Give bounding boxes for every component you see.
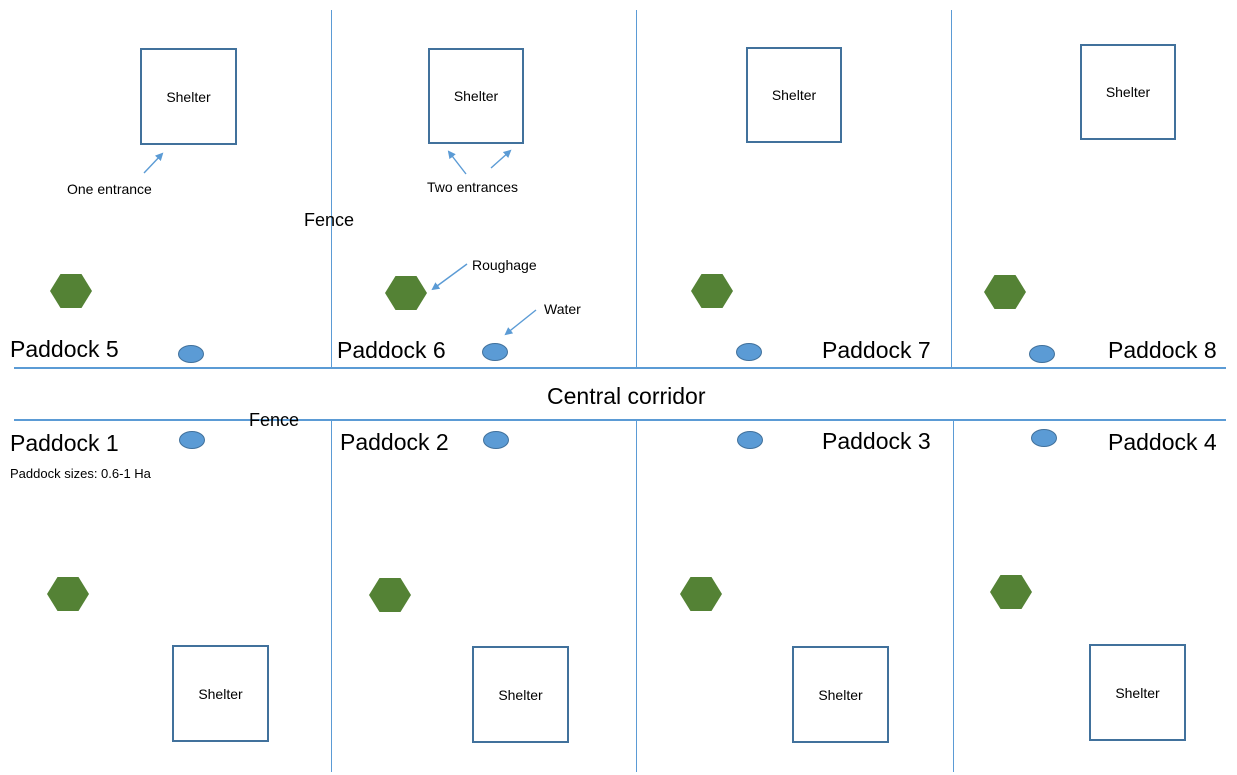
- shelter-paddock-6: Shelter: [428, 48, 524, 144]
- fence-bottom-3: [953, 420, 955, 772]
- water-trough-icon: [483, 431, 509, 449]
- one-entrance-arrow-icon: [143, 152, 164, 174]
- corridor-fence-top: [14, 367, 1226, 369]
- paddock-7-label: Paddock 7: [822, 337, 931, 363]
- two-entrances-left-arrow-icon: [447, 150, 467, 175]
- paddock-sizes-note: Paddock sizes: 0.6-1 Ha: [10, 466, 151, 481]
- roughage-hexagon-icon: [680, 577, 722, 611]
- shelter-paddock-2: Shelter: [472, 646, 569, 743]
- water-trough-icon: [1029, 345, 1055, 363]
- roughage-hexagon-icon: [385, 276, 427, 310]
- water-trough-icon: [482, 343, 508, 361]
- shelter-label: Shelter: [1105, 84, 1151, 100]
- paddock-3-label: Paddock 3: [822, 428, 931, 454]
- roughage-hexagon-icon: [50, 274, 92, 308]
- paddock-2-label: Paddock 2: [340, 429, 449, 455]
- shelter-label: Shelter: [1115, 684, 1160, 701]
- corridor-label: Central corridor: [547, 383, 706, 409]
- shelter-paddock-5: Shelter: [140, 48, 237, 145]
- roughage-hexagon-icon: [691, 274, 733, 308]
- roughage-hexagon-icon: [990, 575, 1032, 609]
- water-trough-icon: [737, 431, 763, 449]
- shelter-label: Shelter: [818, 686, 863, 703]
- roughage-hexagon-icon: [984, 275, 1026, 309]
- shelter-paddock-8: Shelter: [1080, 44, 1176, 140]
- two-entrances-right-arrow-icon: [490, 149, 512, 169]
- corridor-fence-bottom: [14, 419, 1226, 421]
- paddock-1-label: Paddock 1: [10, 430, 119, 456]
- roughage-hexagon-icon: [369, 578, 411, 612]
- shelter-paddock-4: Shelter: [1089, 644, 1186, 741]
- shelter-label: Shelter: [498, 686, 543, 703]
- water-trough-icon: [179, 431, 205, 449]
- roughage-arrow-icon: [431, 263, 468, 291]
- roughage-label: Roughage: [472, 257, 537, 273]
- fence-top-2: [636, 10, 638, 368]
- water-trough-icon: [178, 345, 204, 363]
- fence-label-bottom: Fence: [249, 410, 300, 430]
- water-trough-icon: [736, 343, 762, 361]
- shelter-paddock-1: Shelter: [172, 645, 269, 742]
- fence-top-3: [951, 10, 953, 368]
- paddock-6-label: Paddock 6: [337, 337, 446, 363]
- roughage-hexagon-icon: [47, 577, 89, 611]
- fence-bottom-2: [636, 420, 638, 772]
- shelter-paddock-7: Shelter: [746, 47, 842, 143]
- water-trough-icon: [1031, 429, 1057, 447]
- two-entrances-label: Two entrances: [427, 179, 519, 195]
- water-label: Water: [544, 301, 581, 317]
- fence-label-top: Fence: [304, 210, 355, 230]
- fence-bottom-1: [331, 420, 333, 772]
- paddock-5-label: Paddock 5: [10, 336, 119, 362]
- fence-top-1: [331, 10, 333, 368]
- one-entrance-label: One entrance: [67, 181, 152, 197]
- paddock-4-label: Paddock 4: [1108, 429, 1217, 455]
- shelter-label: Shelter: [771, 87, 817, 103]
- water-arrow-icon: [504, 309, 537, 336]
- shelter-label: Shelter: [198, 685, 243, 702]
- shelter-label: Shelter: [166, 88, 211, 105]
- paddock-8-label: Paddock 8: [1108, 337, 1217, 363]
- shelter-label: Shelter: [453, 88, 499, 104]
- shelter-paddock-3: Shelter: [792, 646, 889, 743]
